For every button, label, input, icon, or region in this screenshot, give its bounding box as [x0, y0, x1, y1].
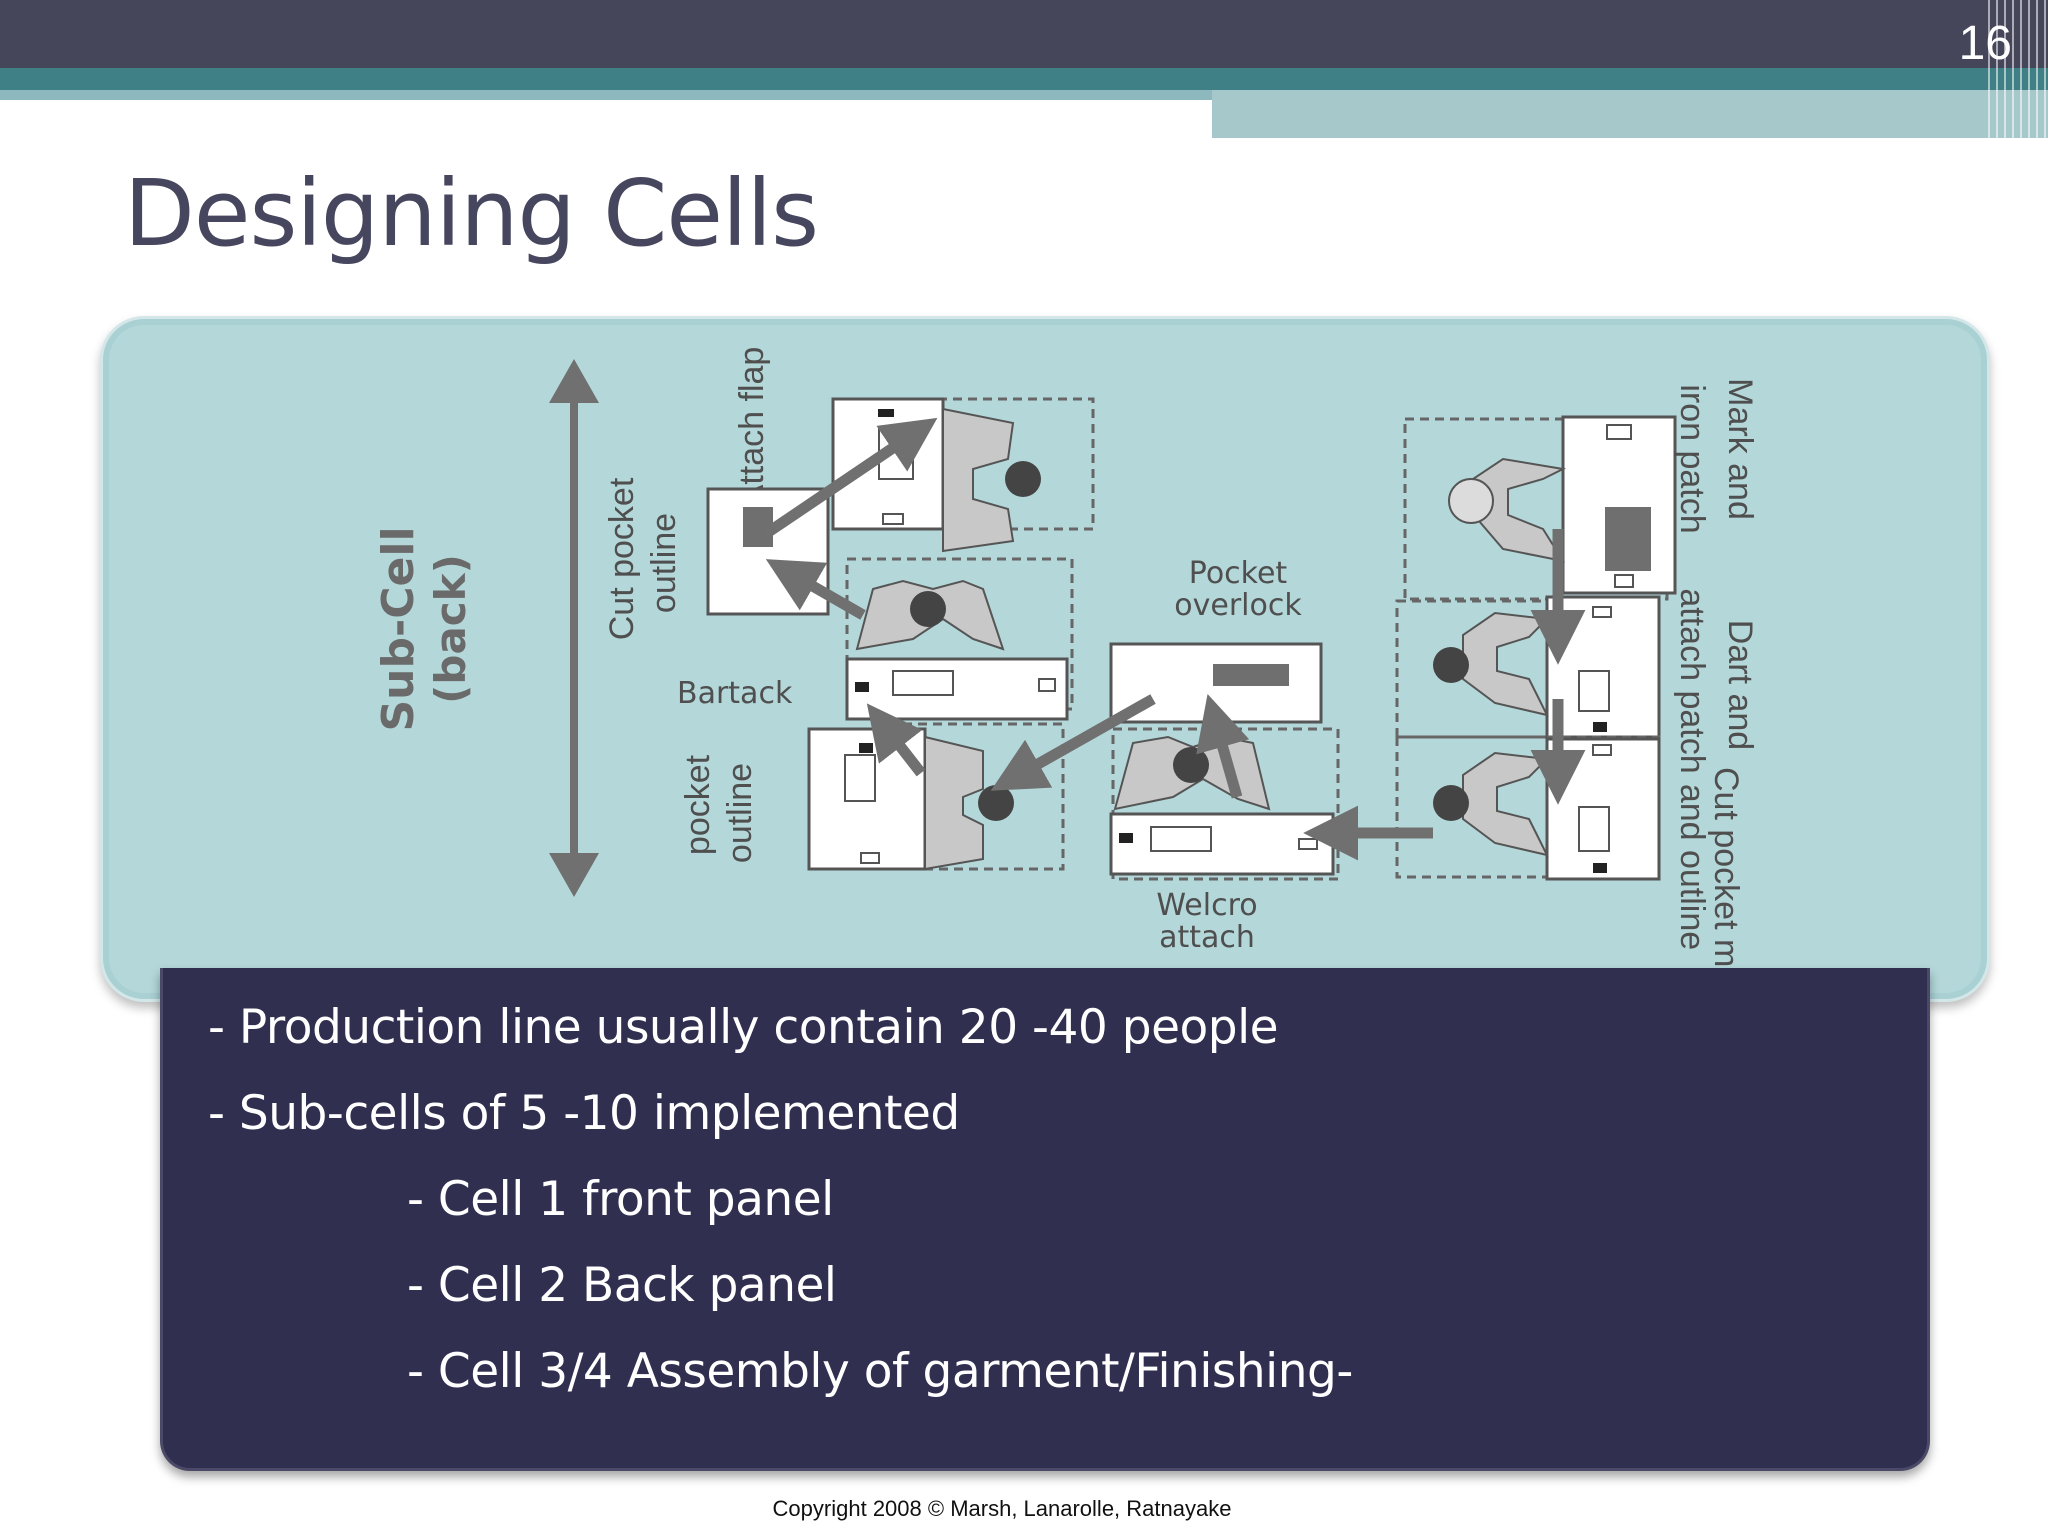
cell-layout-diagram: Sub-Cell (back) Attach flap Cut pocket o…	[373, 347, 1759, 999]
workstation-dart-attach	[1395, 595, 1661, 739]
flow-arrows	[763, 417, 1586, 861]
label-cut-pocket-making: Cut pocket making	[1707, 767, 1745, 999]
bullet-sub-cells: - Sub-cells of 5 -10 implemented	[208, 1086, 960, 1141]
label-cut-pocket-making-2: and outline	[1673, 784, 1711, 950]
label-cut-pocket-outline-2: outline	[645, 513, 683, 613]
label-bartack: Bartack	[677, 676, 793, 711]
decorative-lines	[1982, 0, 2048, 138]
label-dart-attach-2: attach patch	[1673, 588, 1711, 773]
copyright-footer: Copyright 2008 © Marsh, Lanarolle, Ratna…	[772, 1496, 1232, 1521]
workstation-mark-iron	[1403, 415, 1677, 601]
bullet-cell-1: - Cell 1 front panel	[407, 1172, 834, 1227]
sub-cell-label: Sub-Cell	[373, 526, 424, 731]
workstation-bartack	[845, 557, 1074, 721]
label-cut-pocket-outline: Cut pocket	[603, 477, 641, 640]
label-mark-iron: Mark and	[1721, 378, 1759, 520]
label-mark-iron-2: iron patch	[1673, 384, 1711, 533]
label-dart-attach: Dart and	[1721, 620, 1759, 750]
slide-title: Designing Cells	[124, 160, 819, 267]
workstation-attach-flap	[831, 397, 1095, 553]
bullet-box: - Production line usually contain 20 -40…	[160, 968, 1930, 1471]
vertical-double-arrow	[549, 359, 599, 897]
workstation-cut-pocket-making	[1395, 735, 1661, 881]
slide-number: 16	[1958, 17, 2012, 70]
workstation-pocket-outline	[807, 722, 1065, 871]
header-stripe-block	[1212, 90, 2048, 138]
label-pocket-overlock: Pocket	[1189, 556, 1288, 591]
label-pocket-outline-2: outline	[721, 763, 759, 863]
label-welcro: Welcro	[1156, 888, 1257, 923]
label-pocket-outline: pocket	[679, 754, 717, 855]
bullet-cell-3-4: - Cell 3/4 Assembly of garment/Finishing…	[407, 1344, 1353, 1399]
bullet-cell-2: - Cell 2 Back panel	[407, 1258, 837, 1313]
label-attach-flap: Attach flap	[733, 347, 771, 508]
label-welcro-2: attach	[1159, 920, 1255, 955]
label-pocket-overlock-2: overlock	[1174, 588, 1302, 623]
sub-cell-sublabel: (back)	[426, 554, 475, 704]
header-stripe-light	[0, 90, 1212, 100]
header-stripe	[0, 68, 2048, 90]
diagram-panel: Sub-Cell (back) Attach flap Cut pocket o…	[100, 316, 1990, 1002]
header-bar	[0, 0, 2048, 68]
bullet-production-line: - Production line usually contain 20 -40…	[208, 1000, 1279, 1055]
workstation-pocket-overlock: Pocket overlock	[1109, 556, 1323, 724]
